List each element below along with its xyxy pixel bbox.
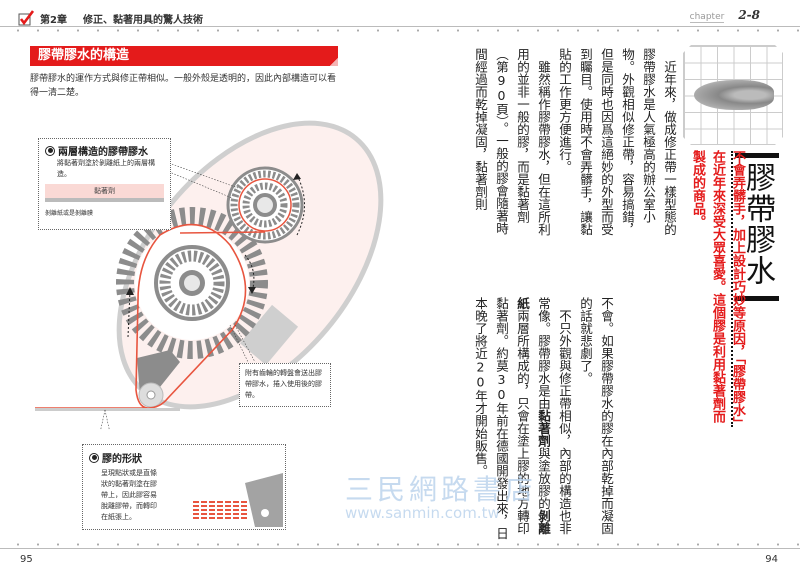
callout-body: 附有齒輪的轉盤會送出膠帶膠水，捲入使用後的膠帶。 [245, 369, 322, 399]
body-text-top: 近年來，做成修正帶一樣型態的膠帶膠水是人氣極高的辦公室小物。外觀相似修正帶，容易… [470, 48, 680, 243]
glue-dots-illustration [193, 473, 283, 527]
intro-text: 膠帶膠水的運作方式與修正帶相似。一般外殼是透明的，因此內部構造可以看得一清二楚。 [30, 74, 337, 98]
release-layer-label: 剝離紙或是剝離膜 [45, 210, 94, 217]
footer-rule [0, 548, 800, 549]
chapter-word: chapter [689, 12, 725, 23]
paragraph: 雖然稱作膠帶膠水，但在這所利用的並非一般的膠，而是黏著劑（第90頁）。一般的膠會… [473, 48, 551, 236]
release-layer [45, 198, 164, 202]
large-gear [116, 207, 268, 359]
body-text-bottom: 不會。如果膠帶膠水的膠在內部乾掉而凝固的話就悲劇了。 不只外觀與修正帶相似，內部… [470, 297, 617, 542]
lead-paragraph: 不會弄髒手，加上設計巧妙等原因，「膠帶膠水」在近年來深受大眾喜愛。這個膠是利用黏… [690, 150, 745, 430]
rotation-arrows [127, 174, 305, 338]
callout-body: 呈現點狀或是直條狀的黏著劑塗在膠帶上，因此膠容易脫離膠帶，而轉印在紙張上。 [101, 469, 157, 521]
tape-glue-dispenser-image [694, 80, 774, 110]
small-reel [226, 166, 304, 244]
title-bar-top [735, 153, 779, 158]
arrowheads [126, 173, 301, 295]
callout-body: 將黏著劑塗於剝離紙上的兩層構造。 [57, 159, 155, 178]
bullet-icon [89, 452, 99, 463]
chapter-number: 2-8 [738, 8, 760, 22]
page-number-right: 94 [765, 554, 778, 565]
article-title: 膠帶膠水 [740, 162, 775, 286]
leader-lines [100, 157, 256, 430]
bullet-icon [45, 145, 55, 156]
paragraph: 不會。如果膠帶膠水的膠在內部乾掉而凝固的話就悲劇了。 [578, 297, 614, 535]
section-title-banner: 膠帶膠水的構造 [30, 46, 338, 66]
paper-surface [35, 408, 180, 411]
callout-two-layer-structure: 兩層構造的膠帶膠水 將黏著劑塗於剝離紙上的兩層構造。 黏著劑 剝離紙或是剝離膜 [38, 138, 171, 230]
adhesive-layer: 黏著劑 [45, 184, 164, 198]
callout-title: 膠的形狀 [102, 454, 142, 465]
running-header-left: 第2章 修正、黏著用具的驚人技術 [18, 10, 203, 26]
product-photo [683, 45, 783, 145]
keyword-adhesive: 黏著劑 [536, 409, 551, 448]
chapter-label: 第2章 [40, 14, 67, 26]
callout-glue-shape: 膠的形狀 呈現點狀或是直條狀的黏著劑塗在膠帶上，因此膠容易脫離膠帶，而轉印在紙張… [82, 444, 286, 530]
applicator-head [137, 350, 180, 408]
header-dot-line [0, 29, 800, 32]
callout-title: 兩層構造的膠帶膠水 [58, 147, 148, 158]
page-number-left: 95 [20, 554, 33, 565]
tape-path [35, 223, 266, 409]
paragraph: 近年來，做成修正帶一樣型態的膠帶膠水是人氣極高的辦公室小物。外觀相似修正帶，容易… [557, 48, 677, 236]
header-rule [0, 26, 800, 27]
keyword-release-paper: 剝離紙 [515, 297, 551, 535]
title-bar-bottom [735, 296, 779, 301]
callout-gear-wheel: 附有齒輪的轉盤會送出膠帶膠水，捲入使用後的膠帶。 [239, 363, 331, 407]
checkmark-icon [18, 10, 34, 26]
paragraph: 不只外觀與修正帶相似，內部的構造也非常像。膠帶膠水是由黏著劑與塗放膠的剝離紙兩層… [473, 297, 572, 540]
dotted-divider [731, 151, 733, 427]
running-header-right: chapter 2-8 [689, 8, 760, 23]
footer-dot-line [0, 543, 800, 546]
chapter-title: 修正、黏著用具的驚人技術 [82, 14, 203, 26]
tape-glue-diagram [35, 120, 384, 430]
